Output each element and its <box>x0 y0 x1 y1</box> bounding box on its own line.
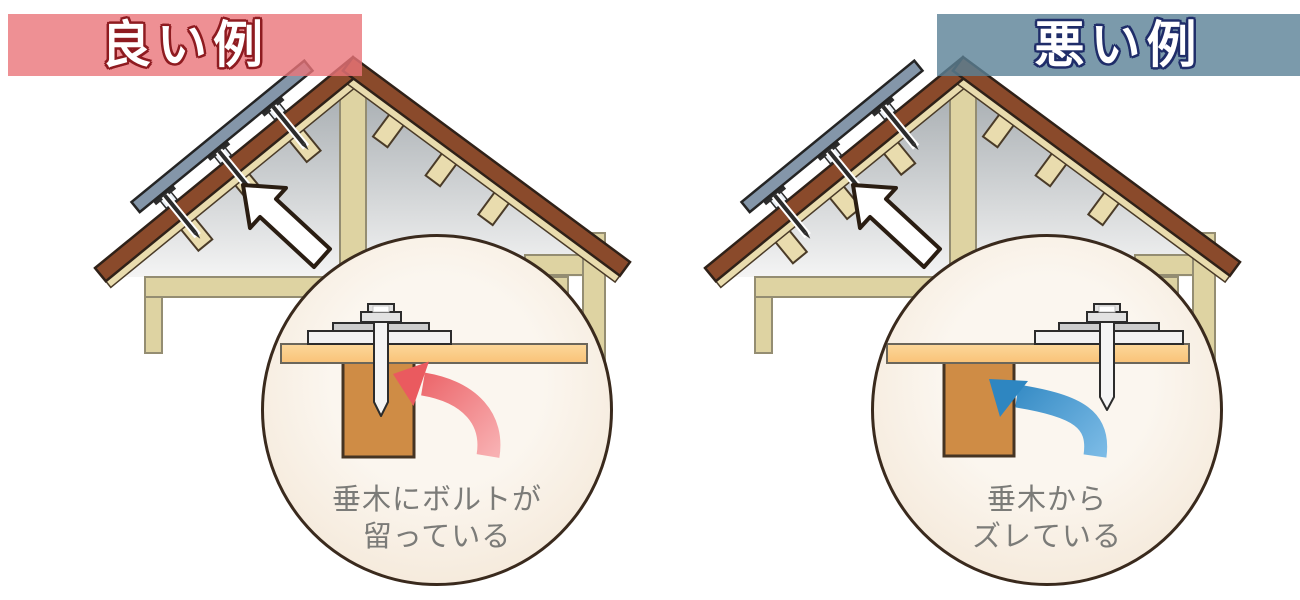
bolt-head-bar <box>762 184 787 206</box>
direction-arrow-shaft <box>1015 384 1108 458</box>
bolt-head-highlight <box>372 305 390 313</box>
caption-line-2: ズレている <box>971 519 1122 553</box>
bolt-head-highlight <box>1098 305 1116 313</box>
lag-bolt <box>827 149 861 190</box>
bolt-head-bar <box>207 140 231 161</box>
bad-example-panel: 悪い例 垂木から ズレている <box>610 0 1300 600</box>
good-example-panel: 良い例 垂木にボルトが 留っている <box>8 14 665 586</box>
direction-arrow-head <box>393 361 429 406</box>
direction-arrow-head <box>989 379 1028 417</box>
bolt-head-bar <box>261 96 285 117</box>
roof-board <box>280 343 588 364</box>
bolt-head-flange <box>360 311 402 323</box>
roof-cross-section-good <box>85 45 665 390</box>
bolt-tip <box>193 231 201 239</box>
bolt-head-flange <box>1086 311 1128 323</box>
magnifier-svg-good <box>280 303 588 459</box>
magnifier-svg-bad <box>886 303 1190 458</box>
bolt-head-bar <box>871 96 895 117</box>
magnifier-caption: 垂木にボルトが 留っている <box>264 481 610 555</box>
roof-board <box>886 343 1190 364</box>
left-wall-stud <box>144 296 163 354</box>
direction-arrow-shaft <box>420 372 501 458</box>
magnifier-caption: 垂木から ズレている <box>874 481 1220 555</box>
house-svg-bad <box>703 55 1242 364</box>
banner-label: 悪い例 <box>1034 16 1203 74</box>
lag-bolt <box>217 149 251 190</box>
caption-line-1: 垂木にボルトが <box>331 482 542 516</box>
roof-cross-section-bad <box>695 45 1275 390</box>
left-wall-stud <box>754 296 773 354</box>
caption-line-1: 垂木から <box>986 482 1107 516</box>
solar-panel <box>739 58 925 214</box>
bolt-tip <box>911 142 919 151</box>
magnifier-detail-bad <box>874 237 1220 583</box>
caption-line-2: 留っている <box>362 519 512 553</box>
lag-bolt <box>773 194 807 234</box>
magnifier-good: 垂木にボルトが 留っている <box>261 234 613 586</box>
bolt-tip <box>301 142 309 151</box>
bolt-tip <box>803 231 811 239</box>
magnifier-bad: 垂木から ズレている <box>871 234 1223 586</box>
good-example-banner: 良い例 <box>8 14 362 76</box>
house-svg-good <box>93 55 632 364</box>
bolt-shaft <box>373 319 389 417</box>
magnifier-pointer-arrow <box>851 183 942 269</box>
bolt-shaft <box>1099 319 1115 411</box>
bolt-head-bar <box>817 140 841 161</box>
banner-label: 良い例 <box>101 16 269 74</box>
lag-bolt <box>163 194 197 234</box>
lag-bolt <box>271 105 306 146</box>
magnifier-pointer-arrow <box>241 183 332 269</box>
magnifier-detail-good <box>264 237 610 583</box>
bad-example-banner: 悪い例 <box>937 14 1300 76</box>
lag-bolt <box>881 105 916 146</box>
bolt-head-bar <box>152 184 177 206</box>
